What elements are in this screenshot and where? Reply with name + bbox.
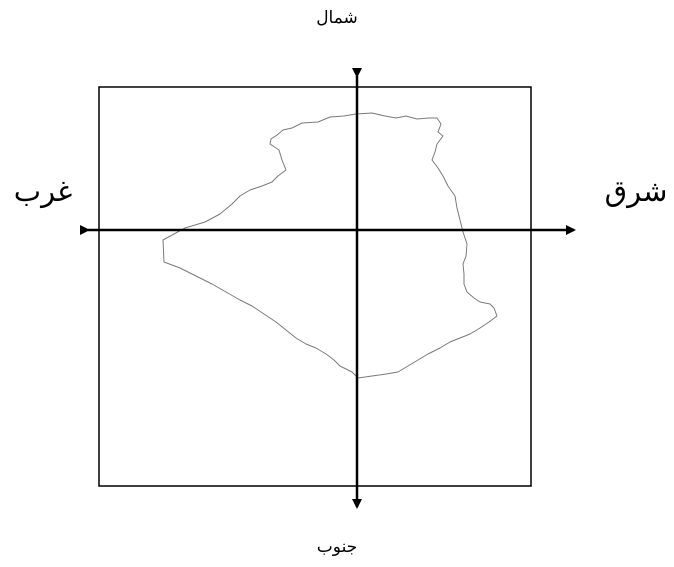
north-label: شمال [316,8,358,28]
south-label: جنوب [316,537,358,557]
west-label: غرب [13,174,73,208]
country-outline [162,112,498,379]
east-label: شرق [604,174,668,208]
frame-box [98,86,532,487]
